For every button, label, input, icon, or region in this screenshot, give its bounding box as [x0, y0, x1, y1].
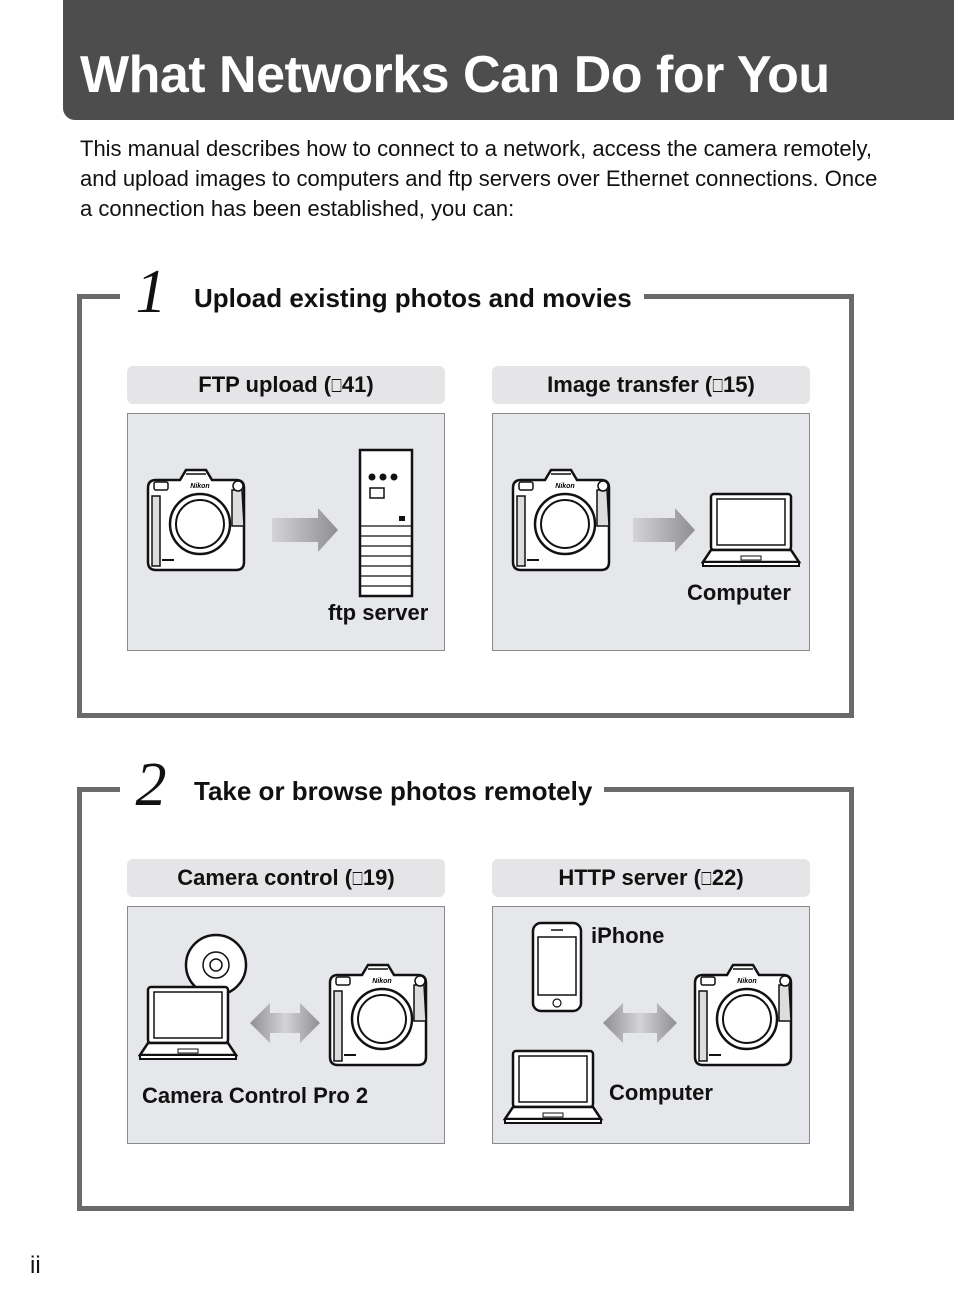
arrow-right-icon [272, 508, 338, 552]
iphone-label: iPhone [591, 923, 665, 948]
computer-label: Computer [687, 580, 791, 605]
http-server-illustration: Nikon [503, 921, 793, 1125]
book-ref-icon: ⎕ [352, 869, 363, 890]
ftp-server-label: ftp server [328, 600, 429, 625]
arrow-right-icon [633, 508, 695, 552]
camera-icon: Nikon [693, 963, 793, 1067]
card-image-transfer: Nikon Computer [492, 413, 810, 651]
iphone-icon [531, 921, 583, 1013]
card-camera-control: Nikon Camera Control Pro 2 [127, 906, 445, 1144]
laptop-icon [701, 492, 801, 568]
camera-brand: Nikon [372, 978, 391, 985]
image-transfer-illustration: Nikon [511, 468, 801, 572]
card-title-camera-control: Camera control (⎕19) [127, 859, 445, 897]
camera-control-pro-label: Camera Control Pro 2 [142, 1083, 369, 1108]
title-bar: What Networks Can Do for You [63, 0, 954, 120]
section-number: 2 [120, 750, 182, 820]
server-icon [358, 448, 414, 598]
section-heading: Take or browse photos remotely [182, 774, 605, 808]
laptop-icon [503, 1049, 603, 1125]
page-number: ii [30, 1252, 41, 1279]
camera-brand: Nikon [190, 483, 209, 490]
card-ftp-upload: Nikon ftp server [127, 413, 445, 651]
card-title-http-server: HTTP server (⎕22) [492, 859, 810, 897]
card-http-server: Nikon iPhone Computer [492, 906, 810, 1144]
computer-label: Computer [609, 1080, 713, 1105]
book-ref-icon: ⎕ [331, 376, 342, 397]
section-number: 1 [120, 257, 182, 327]
section-remote: 2 Take or browse photos remotely [77, 750, 854, 1211]
laptop-icon [138, 985, 238, 1061]
section-upload: 1 Upload existing photos and movies [77, 257, 854, 718]
section-heading: Upload existing photos and movies [182, 281, 644, 315]
camera-icon: Nikon [146, 468, 246, 572]
intro-paragraph: This manual describes how to connect to … [80, 136, 878, 221]
camera-brand: Nikon [555, 483, 574, 490]
book-ref-icon: ⎕ [712, 376, 724, 397]
arrow-both-icon [250, 1003, 320, 1043]
arrow-both-icon [603, 1003, 677, 1043]
ftp-upload-illustration: Nikon [146, 448, 414, 598]
page-title: What Networks Can Do for You [80, 46, 830, 104]
camera-brand: Nikon [737, 978, 756, 985]
card-title-image-transfer: Image transfer (⎕15) [492, 366, 810, 404]
camera-icon: Nikon [328, 963, 428, 1067]
card-title-ftp-upload: FTP upload (⎕41) [127, 366, 445, 404]
camera-icon: Nikon [511, 468, 611, 572]
book-ref-icon: ⎕ [701, 869, 712, 890]
camera-control-illustration: Nikon [138, 933, 428, 1067]
